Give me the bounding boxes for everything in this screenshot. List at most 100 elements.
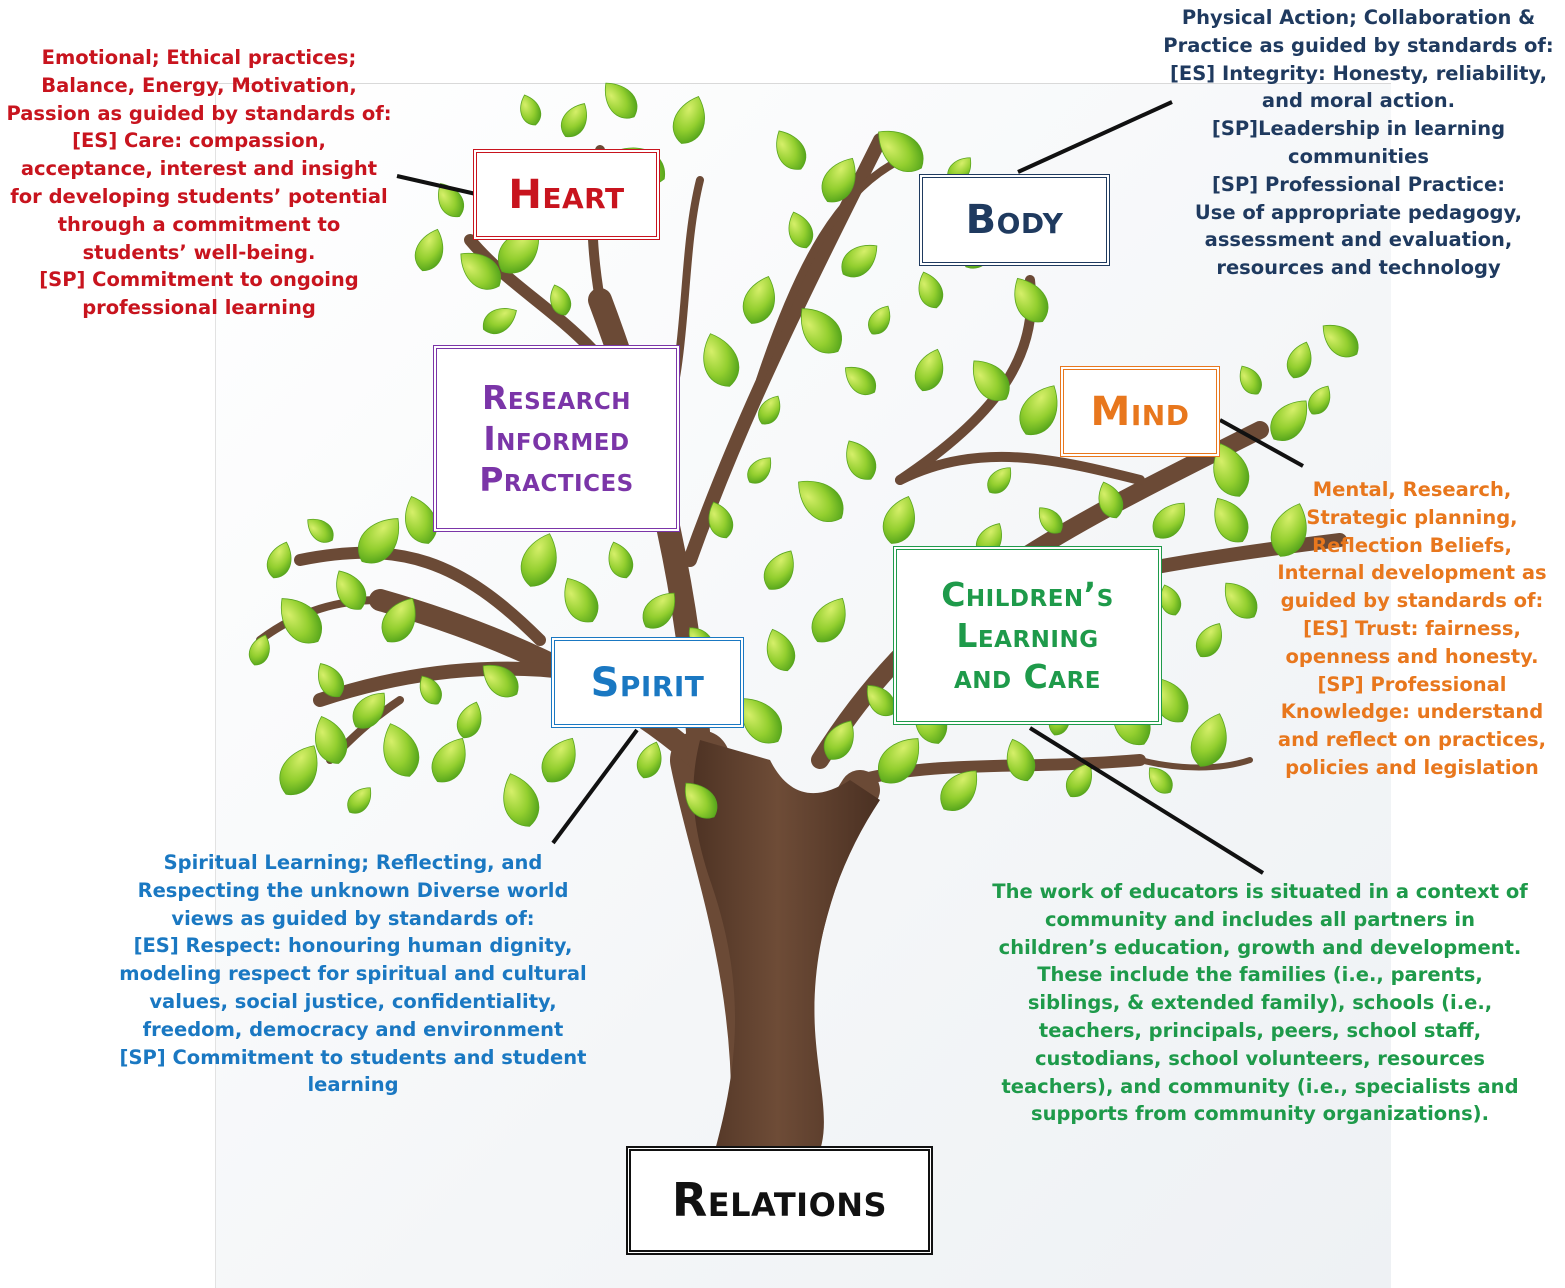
- description-line: teachers), and community (i.e., speciali…: [1001, 1074, 1519, 1098]
- children-label-line: Children’s: [941, 574, 1114, 614]
- leaf: [821, 157, 856, 203]
- description-line: [SP] Professional: [1317, 672, 1507, 696]
- leaf: [431, 737, 466, 783]
- body-label: Body: [965, 197, 1064, 243]
- tree-leaves: [248, 82, 1359, 827]
- description-line: professional learning: [82, 296, 316, 320]
- research-label-line: Informed: [483, 418, 630, 458]
- leaf: [1270, 503, 1307, 557]
- children-label-line: Learning: [956, 615, 1099, 655]
- leaf: [841, 244, 878, 278]
- leaf: [483, 308, 517, 335]
- description-line: teachers, principals, peers, school staf…: [1038, 1018, 1482, 1042]
- description-line: [SP] Professional Practice:: [1212, 172, 1505, 196]
- leaf: [763, 550, 794, 590]
- leaf: [866, 685, 896, 717]
- research-informed-practices-box: Research Informed Practices: [433, 345, 680, 532]
- mind-description: Mental, Research, Strategic planning, Re…: [1267, 476, 1557, 782]
- leaf: [987, 467, 1012, 494]
- spirit-box: Spirit: [551, 637, 744, 728]
- leaf: [940, 770, 978, 811]
- description-line: Knowledge: understand: [1280, 700, 1544, 724]
- description-line: [ES] Respect: honouring human dignity,: [133, 934, 573, 958]
- leaf: [766, 628, 796, 672]
- description-line: values, social justice, confidentiality,: [149, 989, 557, 1013]
- leaf: [636, 741, 662, 779]
- description-line: students’ well-being.: [82, 240, 316, 264]
- leaf: [703, 333, 740, 387]
- children-description: The work of educators is situated in a c…: [975, 878, 1545, 1128]
- spirit-label: Spirit: [590, 659, 705, 706]
- leaf: [758, 395, 781, 425]
- description-line: policies and legislation: [1285, 755, 1539, 779]
- body-description: Physical Action; Collaboration & Practic…: [1156, 4, 1561, 282]
- leaf: [1019, 385, 1058, 436]
- leaf: [747, 457, 772, 484]
- mind-connector: [1219, 418, 1304, 468]
- description-line: supports from community organizations).: [1030, 1102, 1490, 1126]
- description-line: community and includes all partners in: [1045, 907, 1475, 931]
- leaf: [604, 82, 638, 119]
- leaf: [1213, 443, 1250, 497]
- description-line: assessment and evaluation,: [1204, 228, 1513, 252]
- relations-box: Relations: [626, 1146, 933, 1255]
- connector-lines: [396, 100, 1304, 875]
- leaf: [845, 366, 877, 396]
- spirit-description: Spiritual Learning; Reflecting, and Resp…: [108, 849, 598, 1099]
- leaf: [560, 103, 587, 137]
- research-label-line: Research: [481, 377, 632, 417]
- heart-label: Heart: [508, 171, 625, 218]
- heart-description: Emotional; Ethical practices; Balance, E…: [4, 44, 394, 322]
- leaf: [642, 592, 676, 629]
- leaf: [307, 518, 334, 543]
- description-line: Respecting the unknown Diverse world: [137, 878, 569, 902]
- description-line: Spiritual Learning; Reflecting, and: [163, 851, 543, 874]
- leaf: [266, 541, 292, 579]
- body-connector: [1017, 100, 1173, 174]
- leaf: [878, 130, 924, 173]
- description-line: for developing students’ potential: [10, 184, 388, 208]
- description-line: Strategic planning,: [1306, 505, 1518, 529]
- leaf: [776, 130, 807, 170]
- description-line: These include the families (i.e., parent…: [1037, 963, 1483, 987]
- leaf: [1322, 324, 1359, 358]
- description-line: modeling respect for spiritual and cultu…: [119, 962, 587, 986]
- description-line: learning: [307, 1073, 399, 1097]
- leaf: [280, 598, 323, 644]
- description-line: communities: [1288, 144, 1429, 168]
- childrens-learning-and-care-box: Children’s Learning and Care: [893, 546, 1162, 725]
- description-line: [ES] Trust: fairness,: [1303, 616, 1521, 640]
- description-line: [SP] Commitment to students and student: [119, 1045, 587, 1069]
- description-line: acceptance, interest and insight: [20, 157, 378, 181]
- leaf: [564, 577, 599, 623]
- description-line: openness and honesty.: [1285, 644, 1539, 668]
- leaf: [383, 723, 420, 777]
- leaf: [482, 664, 519, 698]
- relations-label: Relations: [671, 1172, 888, 1227]
- leaf: [541, 737, 576, 783]
- leaf: [800, 308, 843, 354]
- leaf: [419, 675, 442, 705]
- description-line: The work of educators is situated in a c…: [992, 880, 1528, 903]
- description-line: children’s education, growth and develop…: [998, 935, 1522, 959]
- description-line: Use of appropriate pedagogy,: [1194, 200, 1523, 224]
- mind-label: Mind: [1090, 388, 1190, 435]
- leaf: [520, 533, 557, 587]
- leaf: [357, 518, 400, 564]
- leaf: [877, 738, 920, 784]
- description-line: resources and technology: [1216, 256, 1501, 280]
- leaf: [823, 720, 854, 760]
- leaf: [608, 541, 634, 579]
- leaf: [914, 348, 944, 392]
- description-line: Physical Action; Collaboration &: [1181, 6, 1536, 29]
- description-line: siblings, & extended family), schools (i…: [1027, 991, 1493, 1015]
- leaf: [1014, 277, 1049, 323]
- leaf: [414, 228, 444, 272]
- leaf: [405, 496, 438, 544]
- leaf: [456, 701, 482, 739]
- children-connector: [1028, 726, 1265, 875]
- leaf: [742, 276, 775, 324]
- leaf: [1239, 365, 1262, 395]
- leaf: [1270, 400, 1308, 441]
